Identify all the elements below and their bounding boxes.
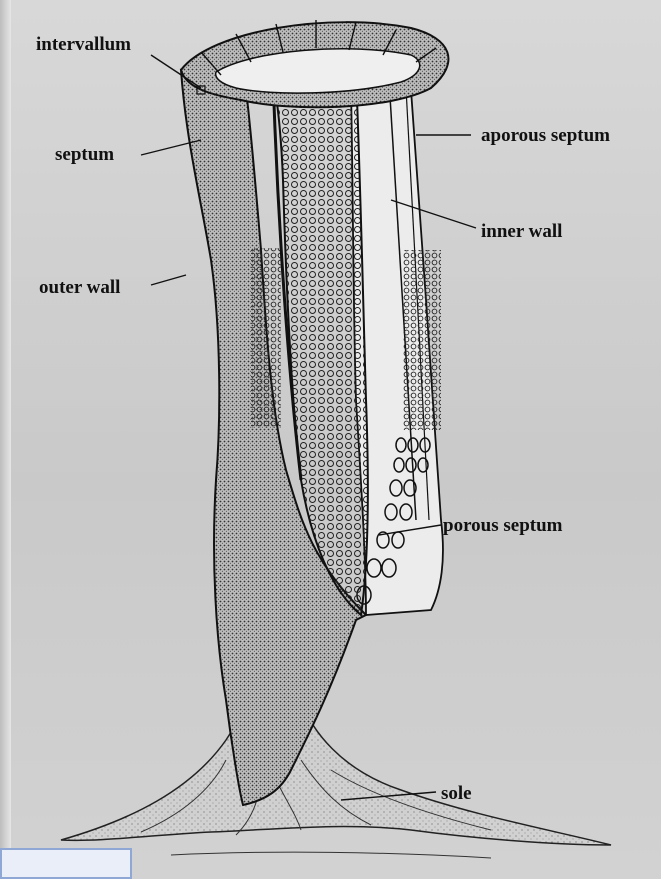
- overlay-box: [0, 848, 132, 879]
- label-porous-septum: porous septum: [443, 515, 563, 536]
- label-aporous-septum: aporous septum: [481, 125, 610, 146]
- label-sole: sole: [441, 783, 472, 804]
- sole-holdfast: [61, 700, 611, 858]
- left-septum-rings: [251, 248, 281, 428]
- label-outer-wall: outer wall: [39, 277, 120, 298]
- label-intervallum: intervallum: [36, 34, 131, 55]
- archaeocyath-diagram: intervallum septum outer wall aporous se…: [11, 0, 661, 879]
- page-left-edge: [0, 0, 11, 879]
- label-inner-wall: inner wall: [481, 221, 562, 242]
- cup-top-rim: [181, 20, 448, 107]
- diagram-sheet: intervallum septum outer wall aporous se…: [11, 0, 661, 879]
- label-septum: septum: [55, 144, 114, 165]
